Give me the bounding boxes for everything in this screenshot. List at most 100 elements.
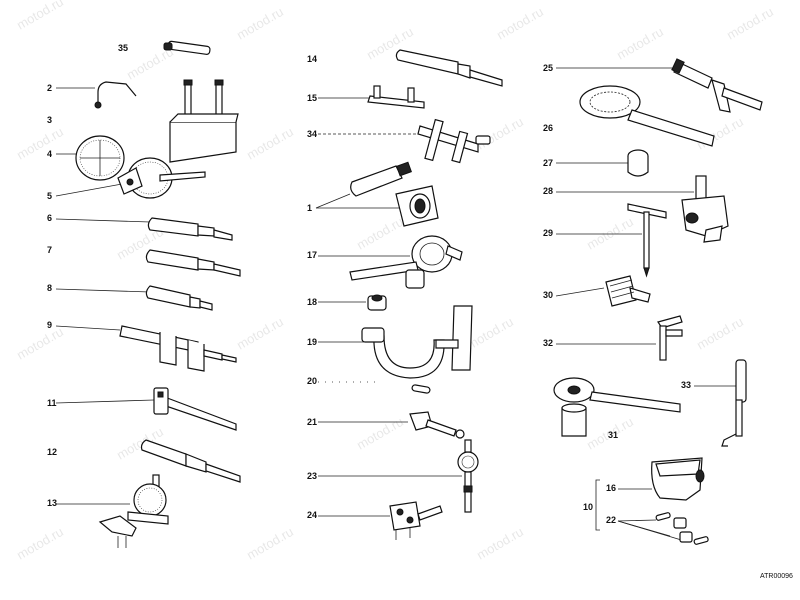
leader-6	[55, 218, 151, 223]
tool-6	[147, 217, 233, 241]
tool-31	[553, 377, 681, 437]
label-6: 6	[47, 213, 52, 223]
label-23: 23	[307, 471, 317, 481]
watermark: motod.ru	[724, 4, 776, 43]
watermark: motod.ru	[244, 124, 296, 163]
label-16: 16	[606, 483, 616, 493]
tool-27	[627, 149, 649, 177]
watermark: motod.ru	[14, 124, 66, 163]
tool-25	[671, 58, 763, 113]
label-22: 22	[606, 515, 616, 525]
tool-9	[119, 325, 237, 372]
tool-13-dial-gauge	[98, 474, 169, 548]
label-15: 15	[307, 93, 317, 103]
label-9: 9	[47, 320, 52, 330]
watermark: motod.ru	[14, 0, 66, 33]
tool-26	[579, 85, 715, 147]
label-2: 2	[47, 83, 52, 93]
tool-18	[367, 294, 387, 311]
label-25: 25	[543, 63, 553, 73]
label-24: 24	[307, 510, 317, 520]
leader-11	[55, 399, 155, 404]
tool-16	[651, 457, 705, 501]
leader-22a	[617, 519, 657, 522]
label-21: 21	[307, 417, 317, 427]
label-10: 10	[583, 502, 593, 512]
tool-8	[145, 285, 213, 311]
tool-2	[97, 81, 137, 104]
tool-1-handle	[350, 161, 412, 197]
tool-32	[657, 315, 683, 361]
leader-5	[55, 183, 123, 197]
watermark: motod.ru	[234, 4, 286, 43]
label-29: 29	[543, 228, 553, 238]
leader-22c	[617, 520, 671, 537]
watermark: motod.ru	[614, 24, 666, 63]
label-14: 14	[307, 54, 317, 64]
label-34: 34	[307, 129, 317, 139]
label-5: 5	[47, 191, 52, 201]
bracket-10	[595, 479, 600, 531]
leader-8	[55, 288, 151, 293]
tool-12	[140, 439, 241, 483]
watermark: motod.ru	[244, 524, 296, 563]
watermark: motod.ru	[474, 524, 526, 563]
tool-19	[361, 305, 473, 379]
tool-4-pointer-disc	[127, 157, 206, 199]
watermark: motod.ru	[234, 314, 286, 353]
tool-5	[117, 167, 143, 195]
tool-35	[163, 40, 211, 55]
label-3: 3	[47, 115, 52, 125]
watermark: motod.ru	[494, 4, 546, 43]
tool-2-tip	[94, 101, 102, 109]
label-30: 30	[543, 290, 553, 300]
label-1: 1	[307, 203, 312, 213]
tool-7	[145, 249, 241, 277]
tool-17	[349, 235, 463, 289]
label-17: 17	[307, 250, 317, 260]
tool-24	[389, 501, 443, 540]
watermark: motod.ru	[14, 524, 66, 563]
label-20: 20	[307, 376, 317, 386]
label-8: 8	[47, 283, 52, 293]
label-26: 26	[543, 123, 553, 133]
tool-30	[605, 275, 651, 307]
leader-9	[55, 325, 121, 331]
tool-22-pins	[655, 512, 709, 545]
tool-1-bushing	[395, 185, 439, 227]
label-32: 32	[543, 338, 553, 348]
watermark: motod.ru	[474, 114, 526, 153]
label-11: 11	[47, 398, 57, 408]
label-33: 33	[681, 380, 691, 390]
watermark: motod.ru	[114, 424, 166, 463]
watermark: motod.ru	[584, 214, 636, 253]
label-7: 7	[47, 245, 52, 255]
label-28: 28	[543, 186, 553, 196]
tool-15	[367, 85, 425, 109]
leader-1a	[315, 193, 351, 209]
label-31: 31	[608, 430, 618, 440]
tool-14	[395, 49, 503, 87]
label-18: 18	[307, 297, 317, 307]
leader-30	[555, 287, 605, 297]
label-13: 13	[47, 498, 57, 508]
tool-29-t-handle	[627, 203, 667, 278]
label-35: 35	[118, 43, 128, 53]
tool-3	[169, 79, 239, 163]
tool-20	[411, 384, 431, 394]
label-19: 19	[307, 337, 317, 347]
watermark: motod.ru	[354, 414, 406, 453]
tool-11	[153, 387, 237, 431]
drawing-code: ATR00096	[760, 573, 793, 580]
tool-23-dial-gauge	[457, 439, 479, 513]
watermark: motod.ru	[354, 214, 406, 253]
tool-34	[417, 118, 491, 164]
tool-4-degree-disc	[75, 135, 125, 181]
tool-33	[721, 359, 747, 447]
watermark: motod.ru	[14, 324, 66, 363]
label-27: 27	[543, 158, 553, 168]
tool-28	[681, 175, 729, 243]
label-4: 4	[47, 149, 52, 159]
label-12: 12	[47, 447, 57, 457]
